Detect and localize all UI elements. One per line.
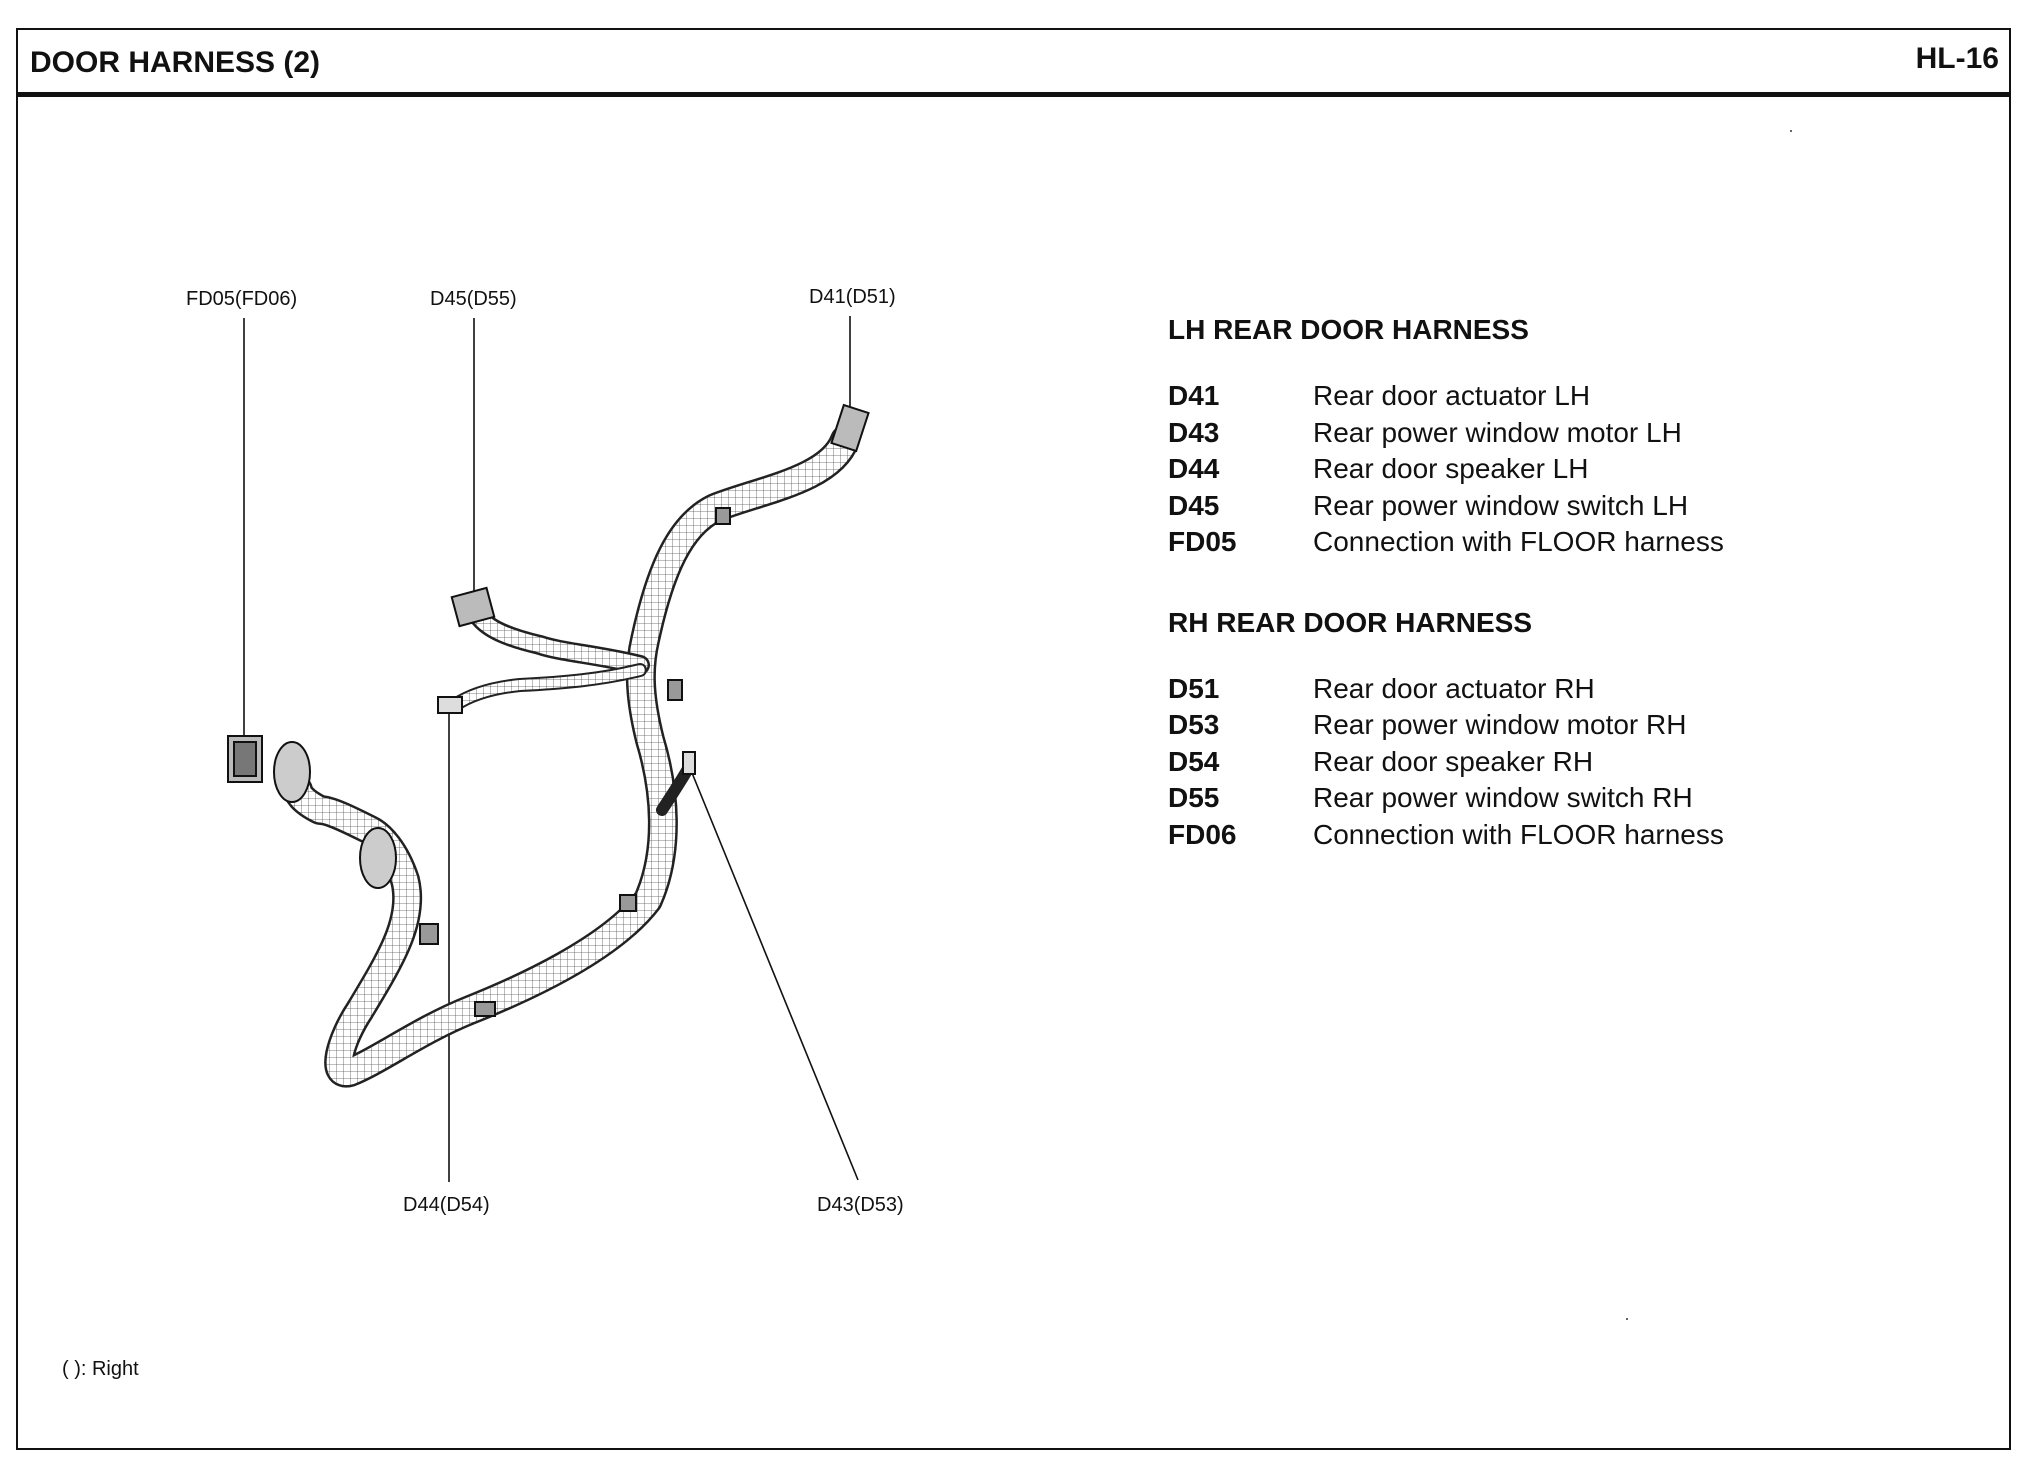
legend-row: D54 Rear door speaker RH (1168, 746, 1968, 783)
page-title: DOOR HARNESS (2) (30, 46, 321, 79)
label-d41: D41(D51) (809, 286, 896, 308)
label-d45: D45(D55) (430, 288, 517, 310)
label-d43: D43(D53) (817, 1194, 904, 1216)
page-code: HL-16 (1915, 42, 1999, 75)
legend-row: FD06 Connection with FLOOR harness (1168, 819, 1968, 856)
leader-lines (243, 316, 859, 1182)
connector-d41 (830, 403, 870, 453)
legend-section-lh: LH REAR DOOR HARNESS D41 Rear door actua… (1168, 314, 1968, 563)
harness-illustration (227, 316, 870, 1182)
connector-d43 (682, 751, 696, 775)
legend-desc: Rear power window motor RH (1313, 709, 1687, 740)
page-frame: DOOR HARNESS (2) HL-16 (16, 28, 2011, 1450)
legend-row: D51 Rear door actuator RH (1168, 673, 1968, 710)
legend-row: D53 Rear power window motor RH (1168, 709, 1968, 746)
legend-code: D53 (1168, 709, 1220, 740)
grommet-2 (359, 827, 397, 889)
legend-desc: Connection with FLOOR harness (1313, 526, 1724, 557)
clip-3 (667, 679, 683, 701)
clip-1 (419, 923, 439, 945)
legend-code: FD05 (1168, 526, 1237, 557)
legend-code: D55 (1168, 782, 1220, 813)
legend-desc: Rear power window motor LH (1313, 416, 1682, 448)
legend-code: D41 (1168, 380, 1220, 411)
legend-code: FD06 (1168, 818, 1237, 850)
legend-code: D51 (1168, 672, 1220, 704)
connectors (227, 403, 870, 1017)
legend-code: D43 (1168, 416, 1220, 448)
scan-speck (1790, 130, 1792, 132)
connector-fd05-inner (233, 741, 257, 777)
legend-desc: Rear door actuator LH (1313, 380, 1591, 411)
legend-desc: Rear power window switch RH (1313, 782, 1693, 813)
legend-desc: Rear door speaker RH (1313, 745, 1594, 777)
legend-row: D43 Rear power window motor LH (1168, 417, 1968, 454)
scan-speck (1626, 1318, 1628, 1320)
label-fd05: FD05(FD06) (186, 288, 298, 310)
legend-code: D45 (1168, 489, 1220, 521)
legend-row: FD05 Connection with FLOOR harness (1168, 526, 1968, 563)
footnote: ( ): Right (62, 1358, 139, 1380)
clip-5 (474, 1001, 496, 1017)
legend-desc: Rear door actuator RH (1313, 672, 1595, 704)
legend-row: D44 Rear door speaker LH (1168, 453, 1968, 490)
harness-bundle (283, 425, 860, 1088)
legend-code: D44 (1168, 453, 1220, 484)
legend-row: D41 Rear door actuator LH (1168, 380, 1968, 417)
legend-lh-title: LH REAR DOOR HARNESS (1168, 314, 1529, 345)
leader-d43 (689, 767, 859, 1181)
clip-2 (619, 894, 637, 912)
legend-code: D54 (1168, 745, 1220, 777)
legend: LH REAR DOOR HARNESS D41 Rear door actua… (1168, 288, 1968, 899)
branch-d44-mesh (450, 665, 645, 710)
connector-d45 (450, 586, 496, 628)
label-d44: D44(D54) (403, 1194, 490, 1216)
legend-rh-title: RH REAR DOOR HARNESS (1168, 606, 1533, 638)
legend-row: D45 Rear power window switch LH (1168, 490, 1968, 527)
clip-4 (715, 507, 731, 525)
connector-d44 (437, 696, 463, 714)
branch-d45-mesh (472, 610, 648, 673)
legend-section-rh: RH REAR DOOR HARNESS D51 Rear door actua… (1168, 607, 1968, 856)
grommet-1 (273, 741, 311, 803)
page-header: DOOR HARNESS (2) HL-16 (18, 30, 2009, 97)
legend-desc: Connection with FLOOR harness (1313, 818, 1724, 850)
legend-desc: Rear power window switch LH (1313, 489, 1689, 521)
legend-row: D55 Rear power window switch RH (1168, 782, 1968, 819)
legend-desc: Rear door speaker LH (1313, 453, 1589, 484)
